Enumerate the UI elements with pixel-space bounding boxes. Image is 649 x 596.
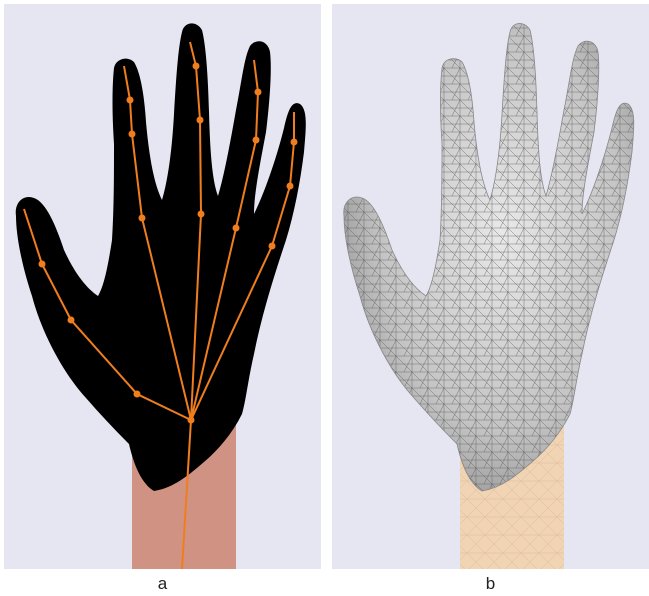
pinky-pip-joint	[287, 183, 294, 190]
middle-dip-joint	[193, 63, 200, 70]
thumb-cmc-joint	[134, 391, 141, 398]
middle-mcp-joint	[198, 211, 205, 218]
hand-silhouette	[16, 23, 306, 491]
index-pip-joint	[129, 131, 136, 138]
middle-pip-joint	[197, 117, 204, 124]
skeleton-figure	[4, 4, 321, 569]
pinky-mcp-joint	[269, 243, 276, 250]
panel-b-label: b	[332, 574, 649, 594]
hand-mesh-wireframe	[344, 23, 634, 491]
thumb-mcp-joint	[68, 317, 75, 324]
ring-mcp-joint	[233, 225, 240, 232]
ring-pip-joint	[253, 137, 260, 144]
index-dip-joint	[127, 97, 134, 104]
panel-a-label: a	[4, 574, 321, 594]
panel-a-skeleton-view	[4, 4, 321, 569]
index-mcp-joint	[139, 215, 146, 222]
wrist-joint	[188, 417, 195, 424]
ring-dip-joint	[255, 89, 262, 96]
thumb-ip-joint	[39, 261, 46, 268]
pinky-dip-joint	[291, 139, 298, 146]
panel-b-mesh-view	[332, 4, 649, 569]
mesh-figure	[332, 4, 649, 569]
